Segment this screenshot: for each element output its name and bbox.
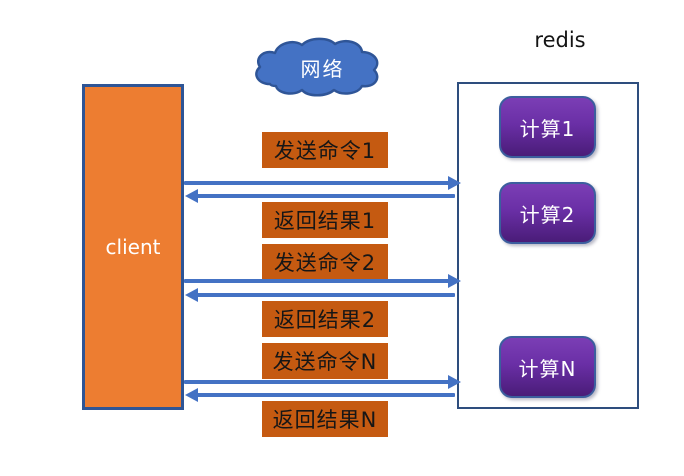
client-label: client bbox=[105, 235, 161, 259]
arrow-return-1-icon bbox=[185, 189, 455, 203]
network-cloud-label: 网络 bbox=[300, 57, 345, 81]
message-text: 返回结果1 bbox=[273, 209, 377, 233]
message-text: 返回结果2 bbox=[273, 308, 377, 332]
message-label-return-n: 返回结果N bbox=[262, 401, 388, 437]
arrowhead-left-icon bbox=[185, 189, 198, 203]
arrowhead-right-icon bbox=[448, 274, 461, 288]
arrow-line bbox=[184, 181, 450, 185]
client-box: client bbox=[82, 84, 184, 410]
message-text: 返回结果N bbox=[272, 408, 378, 432]
message-label-send-n: 发送命令N bbox=[262, 343, 388, 379]
compute-node-n-label: 计算N bbox=[518, 356, 577, 381]
arrowhead-right-icon bbox=[448, 176, 461, 190]
compute-node-2: 计算2 bbox=[499, 182, 596, 244]
message-label-send-1: 发送命令1 bbox=[262, 132, 388, 168]
arrow-line bbox=[196, 194, 455, 198]
message-label-send-2: 发送命令2 bbox=[262, 244, 388, 280]
compute-node-2-label: 计算2 bbox=[519, 202, 576, 227]
message-label-return-1: 返回结果1 bbox=[262, 202, 388, 238]
arrow-line bbox=[196, 293, 455, 297]
message-text: 发送命令2 bbox=[273, 251, 377, 275]
arrowhead-left-icon bbox=[185, 288, 198, 302]
compute-node-1-label: 计算1 bbox=[519, 116, 576, 141]
network-cloud-icon bbox=[255, 37, 379, 97]
arrowhead-right-icon bbox=[448, 375, 461, 389]
message-label-return-2: 返回结果2 bbox=[262, 301, 388, 337]
arrow-line bbox=[184, 279, 450, 283]
arrow-line bbox=[184, 380, 450, 384]
arrowhead-left-icon bbox=[185, 388, 198, 402]
arrow-send-2-icon bbox=[184, 274, 461, 288]
arrow-send-n-icon bbox=[184, 375, 461, 389]
arrow-return-n-icon bbox=[185, 388, 455, 402]
message-text: 发送命令N bbox=[272, 350, 378, 374]
arrow-return-2-icon bbox=[185, 288, 455, 302]
compute-node-n: 计算N bbox=[499, 336, 596, 398]
arrow-send-1-icon bbox=[184, 176, 461, 190]
message-text: 发送命令1 bbox=[273, 139, 377, 163]
arrow-line bbox=[196, 393, 455, 397]
redis-title: redis bbox=[534, 28, 586, 52]
compute-node-1: 计算1 bbox=[499, 96, 596, 158]
